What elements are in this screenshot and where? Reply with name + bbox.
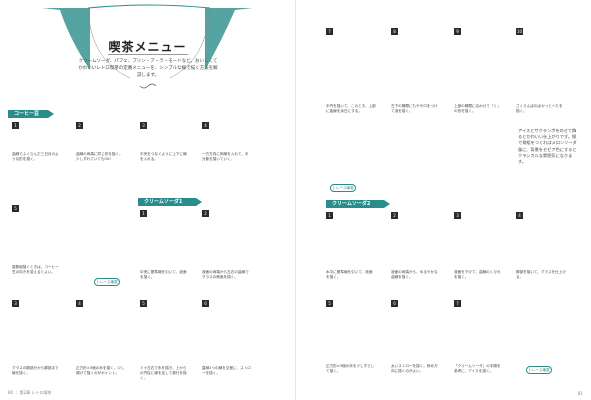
page-footer-left: 80 ｜ 第2章 レトロ喫茶 [8, 390, 52, 395]
title-rule [108, 54, 188, 55]
step-number: 2 [76, 122, 83, 129]
step-number: 3 [140, 122, 147, 129]
step-number: 1 [140, 210, 147, 217]
trace-practice-badge: トレース練習 [94, 278, 120, 286]
section-cream-soda-2: クリームソーダ2 [326, 200, 390, 208]
section-cream-soda-1: クリームソーダ1 [138, 198, 202, 206]
step-number: 7 [326, 28, 333, 35]
intro-text: クリームソーダ、パフェ、プリン・ア・ラ・モードなど。おいしくてかわいいレトロ喫茶… [78, 59, 218, 78]
step-caption: ミナ左右で氷を描き、上からの円柱に線を足して奥行を描く。 [140, 366, 187, 380]
page-footer-right: 81 [577, 391, 583, 396]
step-number: 2 [391, 212, 398, 219]
step-number: 1 [12, 122, 19, 129]
step-number: 7 [454, 300, 461, 307]
section-coffee-beans: コーヒー豆 [8, 110, 54, 118]
step-caption: 直線1つの線を交差に、ストローを描く。 [202, 366, 251, 375]
step-number: 3 [12, 300, 19, 307]
step-caption: 正方形×3個の氷を描く。少し傾けて描くのがポイント。 [76, 366, 125, 375]
step-number: 5 [140, 300, 147, 307]
step-number: 1 [326, 212, 333, 219]
trace-practice-badge-bottom: トレース練習 [526, 366, 552, 374]
step-number: 4 [76, 300, 83, 307]
step-caption: グラスの胴部分から脚部まで線を描く。 [12, 366, 59, 375]
step-number: 10 [516, 28, 523, 35]
step-caption: 正方形×3個の氷を少しずらして描く。 [326, 364, 375, 373]
step-caption: さくらんぼのぱかっとへたを描く。 [516, 104, 563, 113]
step-number: 8 [391, 28, 398, 35]
step-caption: 曲線の両端に同じ形を描く。少しずれていてもOK! [76, 152, 123, 161]
step-number: 4 [202, 122, 209, 129]
step-caption: 太いストローを描く。斜め方向に描くのがよい。 [391, 364, 438, 373]
step-number: 6 [202, 300, 209, 307]
left-page: 喫茶メニュー クリームソーダ、パフェ、プリン・ア・ラ・モードなど。おいしくてかわ… [0, 0, 295, 400]
step-number: 9 [454, 28, 461, 35]
step-number: 6 [391, 300, 398, 307]
step-caption: 曲線でふくらんだ三日月のような形を描く。 [12, 152, 59, 161]
step-caption: 「クリームソーダ」の手順を参考に、アイスを描く。 [454, 364, 501, 373]
step-caption: 一方方向に斜線を入れて、半分影を描いていく。 [202, 152, 249, 161]
step-caption: 複数個描くときは、コーヒー豆の向きを変えるとよい。 [12, 265, 59, 274]
curtain-decoration [42, 4, 253, 89]
right-page: 7 半円を描いて、このとき、上部に曲線を余白にする。 8 左下の隙間にもやや口を… [296, 0, 591, 400]
page-gutter [295, 0, 296, 400]
step-caption: 中央に基準線を引いて、液面を描く。 [140, 270, 187, 279]
step-number: 4 [516, 212, 523, 219]
page-title: 喫茶メニュー [108, 40, 187, 54]
step-caption: 脚部を描いて、グラスを仕上げる。 [516, 270, 566, 279]
step-caption: 半円を描いて、このとき、上部に曲線を余白にする。 [326, 104, 376, 113]
step-caption: 水平に基準線を引いて、液面を描く。 [326, 270, 373, 279]
tip-note: アイスとサクランボをのせて飾るとかわいい仕上がりです。線で骨組をつくればメロンソ… [518, 128, 577, 165]
step-number: 5 [12, 205, 19, 212]
step-caption: 液面を下げて、曲線のくびれを描く。 [454, 270, 501, 279]
step-number: 2 [202, 210, 209, 217]
step-caption: 液面の両端から左右の曲線でグラスの側面を描く。 [202, 270, 249, 279]
trace-practice-badge-right: トレース練習 [330, 184, 356, 192]
step-caption: 中央をつなぐように上下に線を入れる。 [140, 152, 187, 161]
step-number: 5 [326, 300, 333, 307]
step-caption: 左下の隙間にもやや口をつけて泡を描く。 [391, 104, 438, 113]
step-caption: 上部の隙間に合わせて「く」の形を描く。 [454, 104, 501, 113]
step-number: 3 [454, 212, 461, 219]
step-caption: 液面の両端から、ゆるやかな曲線を描く。 [391, 270, 438, 279]
